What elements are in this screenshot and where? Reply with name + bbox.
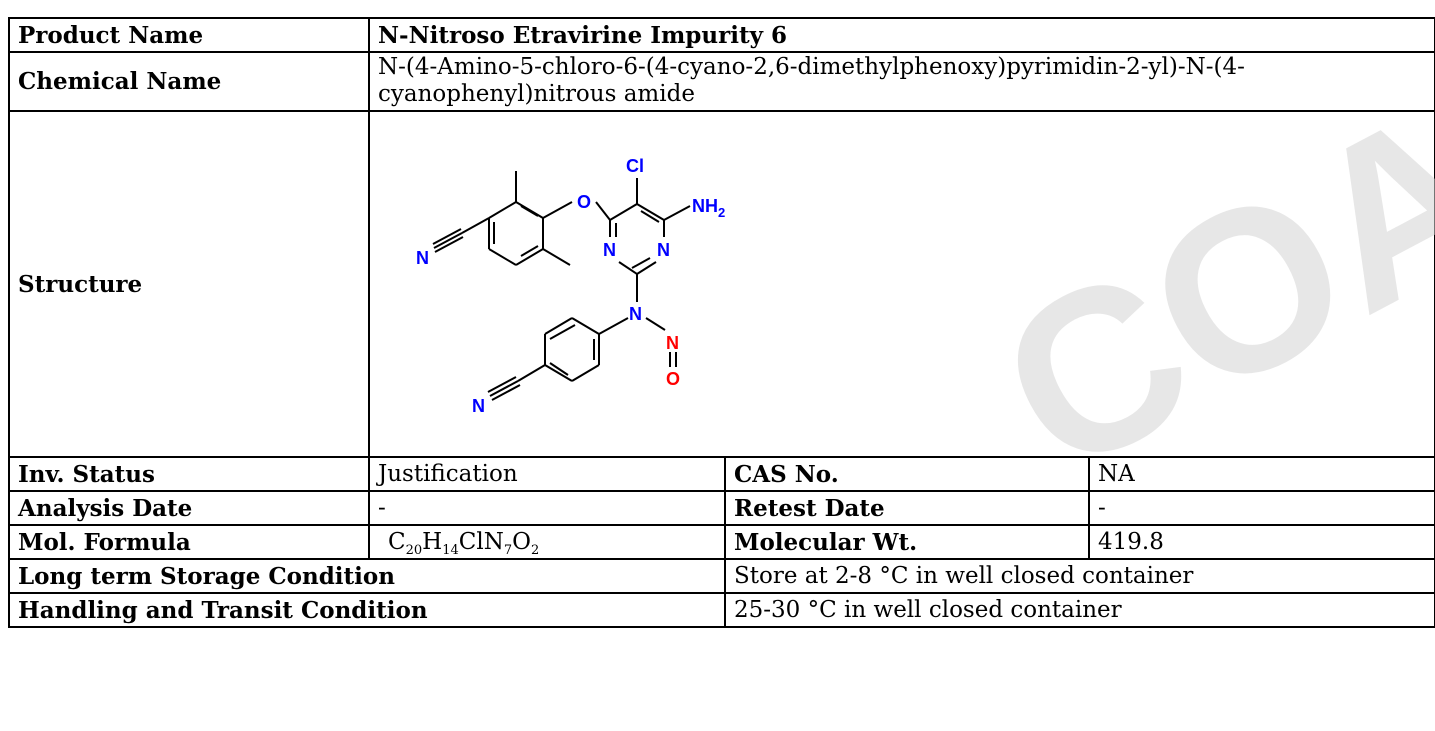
retest-date-label: Retest Date	[724, 490, 1090, 526]
row-inv-status: Inv. Status Justification CAS No. NA	[8, 456, 1435, 492]
atom-n-cyano-top: N	[416, 248, 429, 268]
product-info-table: Product Name N-Nitroso Etravirine Impuri…	[8, 17, 1435, 628]
atom-o-nitroso: O	[666, 369, 680, 389]
atom-n-amine: N	[629, 304, 642, 324]
atom-n-cyano-bottom: N	[472, 396, 485, 416]
row-analysis-date: Analysis Date - Retest Date -	[8, 490, 1435, 526]
atom-o-ether: O	[577, 192, 591, 212]
structure-cell: Cl O NH2 N N N N O N N	[367, 110, 1435, 458]
atom-nh2: NH2	[692, 196, 725, 220]
handling-value: 25-30 °C in well closed container	[723, 592, 1435, 628]
chemical-name-text: N-(4-Amino-5-chloro-6-(4-cyano-2,6-dimet…	[378, 54, 1245, 107]
inv-status-label: Inv. Status	[8, 456, 370, 492]
chemical-name-value: N-(4-Amino-5-chloro-6-(4-cyano-2,6-dimet…	[367, 51, 1435, 112]
atom-labels: Cl O NH2 N N N N O N N	[416, 156, 725, 416]
long-term-storage-label: Long term Storage Condition	[8, 558, 726, 594]
analysis-date-label: Analysis Date	[8, 490, 370, 526]
atom-cl: Cl	[626, 156, 644, 176]
row-product-name: Product Name N-Nitroso Etravirine Impuri…	[8, 17, 1435, 53]
atom-n-nitroso: N	[666, 333, 679, 353]
chemical-name-label: Chemical Name	[8, 51, 370, 112]
row-chemical-name: Chemical Name N-(4-Amino-5-chloro-6-(4-c…	[8, 51, 1435, 112]
retest-date-value: -	[1087, 490, 1435, 526]
analysis-date-value: -	[368, 490, 726, 526]
handling-label: Handling and Transit Condition	[8, 592, 726, 628]
row-long-term-storage: Long term Storage Condition Store at 2-8…	[8, 558, 1435, 594]
inv-status-value: Justification	[368, 456, 726, 492]
mol-formula-value: C20H14ClN7O2	[368, 524, 726, 560]
cas-no-label: CAS No.	[724, 456, 1090, 492]
row-structure: Structure	[8, 110, 1435, 458]
long-term-storage-value: Store at 2-8 °C in well closed container	[723, 558, 1435, 594]
product-name-value: N-Nitroso Etravirine Impurity 6	[367, 17, 1435, 53]
atom-n1: N	[603, 240, 616, 260]
product-name-label: Product Name	[8, 17, 370, 53]
structure-diagram: Cl O NH2 N N N N O N N	[416, 156, 725, 416]
mol-formula-label: Mol. Formula	[8, 524, 370, 560]
structure-label: Structure	[8, 110, 370, 458]
cas-no-value: NA	[1087, 456, 1435, 492]
atom-n3: N	[657, 240, 670, 260]
row-mol-formula: Mol. Formula C20H14ClN7O2 Molecular Wt. …	[8, 524, 1435, 560]
row-handling: Handling and Transit Condition 25-30 °C …	[8, 592, 1435, 628]
bond-lines	[432, 171, 691, 401]
molecular-wt-label: Molecular Wt.	[724, 524, 1090, 560]
molecular-wt-value: 419.8	[1087, 524, 1435, 560]
